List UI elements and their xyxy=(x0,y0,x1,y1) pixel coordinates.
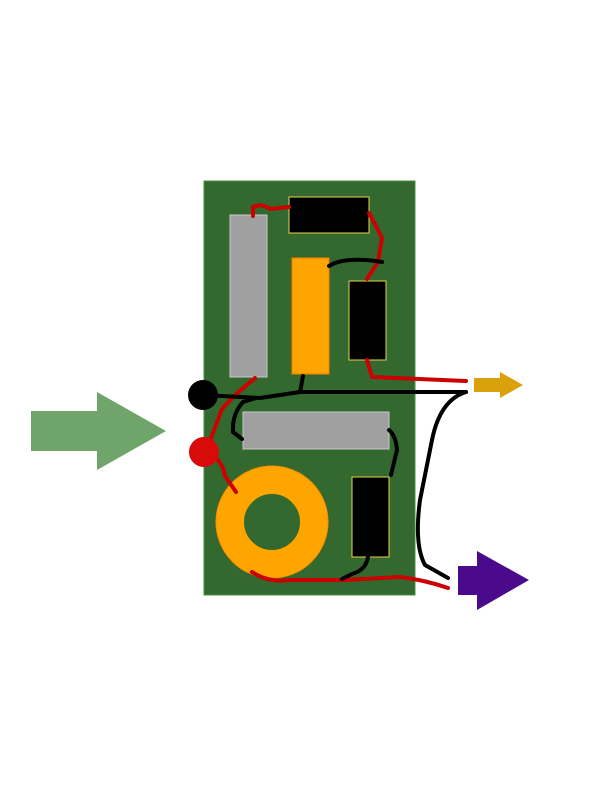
output-arrow-bottom-icon xyxy=(458,551,529,610)
capacitor-orange xyxy=(291,257,330,375)
terminal-black xyxy=(188,380,218,410)
output-arrow-top-icon xyxy=(474,372,523,398)
resistor-horizontal xyxy=(242,411,390,450)
component-black-top xyxy=(288,196,370,234)
toroid-inductor xyxy=(216,466,328,578)
resistor-vertical xyxy=(229,214,268,378)
terminal-red xyxy=(189,437,219,467)
black-wires xyxy=(201,257,468,581)
component-black-bottom xyxy=(351,476,390,558)
component-black-middle xyxy=(348,280,387,361)
input-arrow-icon xyxy=(31,392,166,470)
